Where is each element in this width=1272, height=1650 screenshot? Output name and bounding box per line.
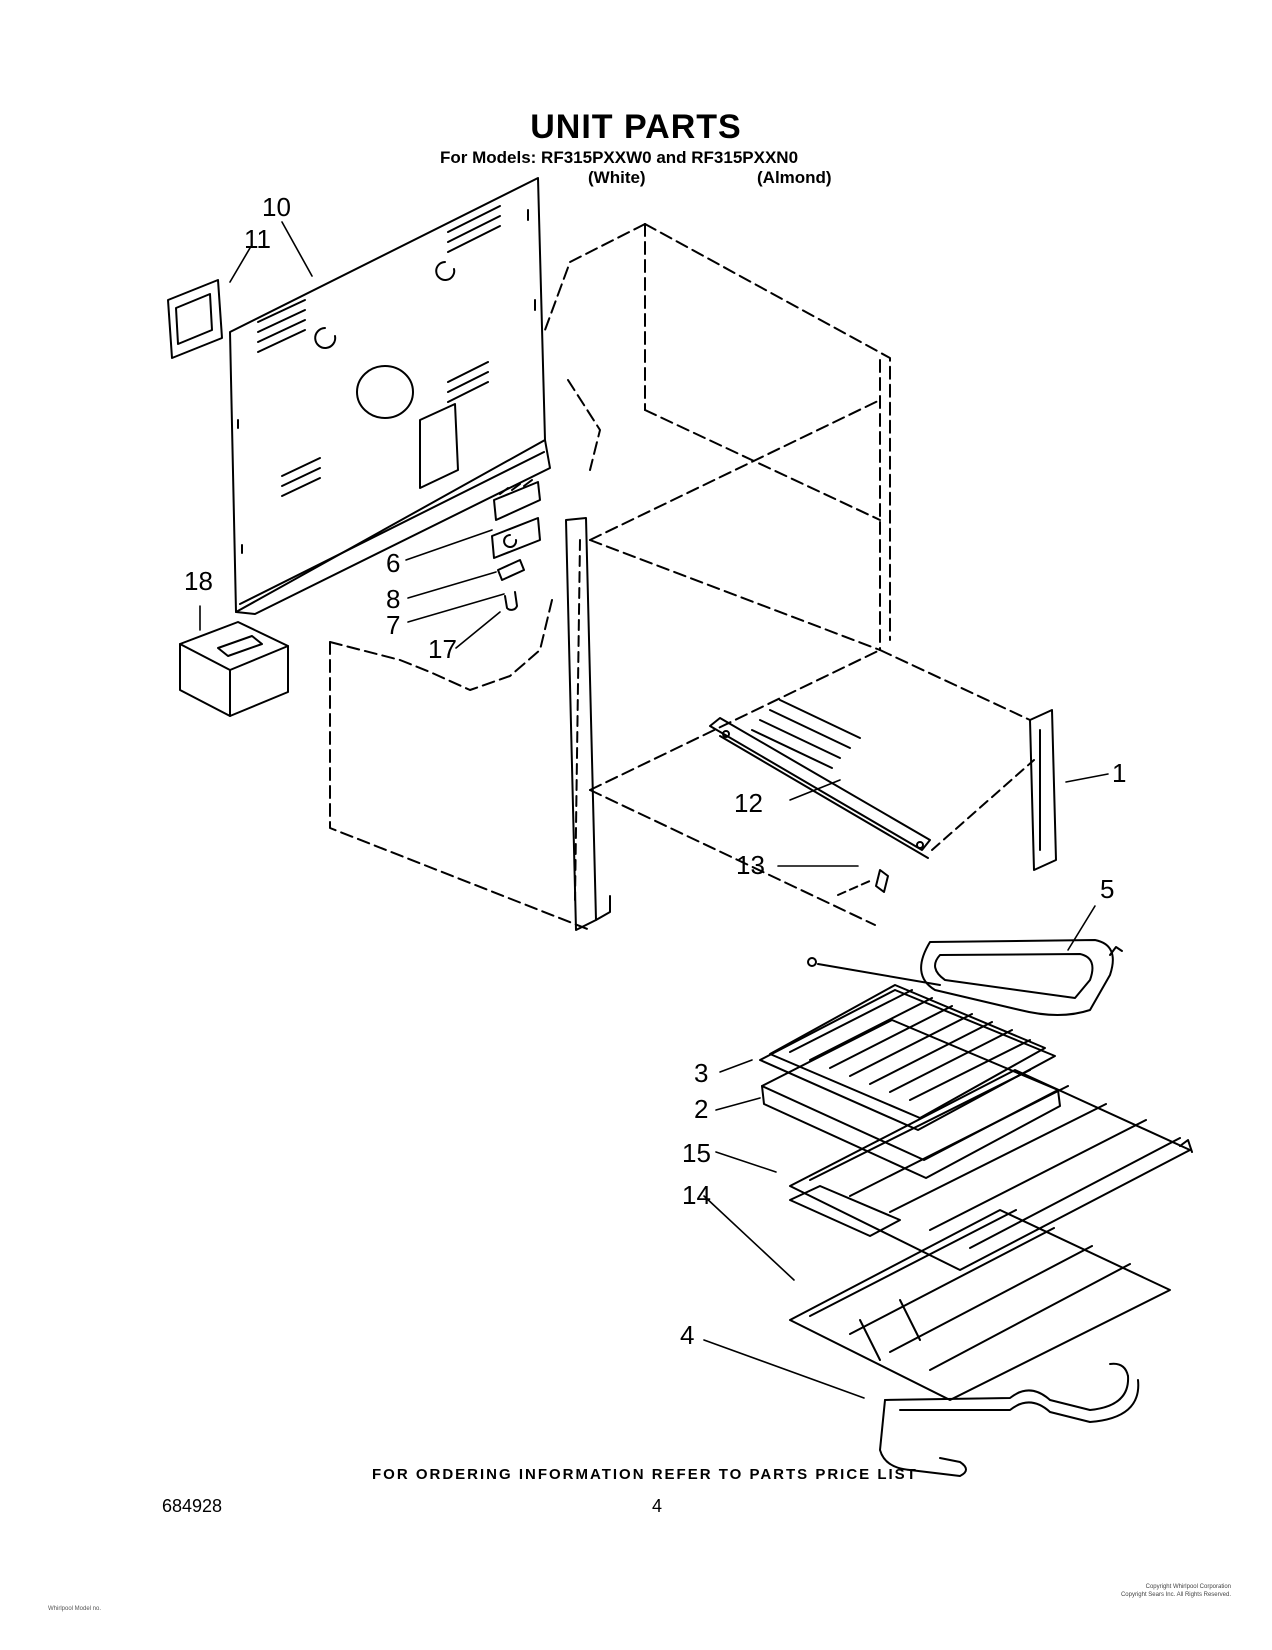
burner-rail: [709, 717, 931, 859]
ordering-note: FOR ORDERING INFORMATION REFER TO PARTS …: [372, 1466, 918, 1483]
callout-6: 6: [386, 548, 401, 578]
vent-slots: [751, 699, 861, 769]
fine-print-left: Whirlpool Model no.: [48, 1606, 102, 1612]
callout-13: 13: [736, 850, 765, 880]
page-title: UNIT PARTS: [530, 108, 742, 146]
bake-element: [879, 1362, 1140, 1477]
broil-element: [807, 939, 1123, 1016]
callout-12: 12: [734, 788, 763, 818]
oven-rack-lower: [789, 1209, 1171, 1401]
color-white-label: (White): [588, 168, 646, 187]
terminal-box: [179, 621, 289, 717]
side-panel: [565, 517, 611, 931]
bracket-part-11: [167, 279, 223, 359]
rear-panel: [229, 177, 551, 615]
clip-part-13: [837, 869, 889, 896]
callout-7: 7: [386, 610, 401, 640]
broiler-pan-grid: [759, 984, 1056, 1131]
models-line: For Models: RF315PXXW0 and RF315PXXN0: [440, 148, 799, 167]
callout-14: 14: [682, 1180, 711, 1210]
screw-part-7: [504, 591, 518, 611]
pan-liner: [789, 1185, 901, 1237]
callout-17: 17: [428, 634, 457, 664]
cabinet-frame: [329, 223, 1031, 931]
clip-part-8: [497, 559, 525, 581]
terminal-block: [491, 479, 541, 559]
callout-18: 18: [184, 566, 213, 596]
callout-2: 2: [694, 1094, 709, 1124]
document-number: 684928: [162, 1496, 223, 1516]
callout-3: 3: [694, 1058, 709, 1088]
fine-print-right: Copyright Whirlpool Corporation Copyrigh…: [1016, 1584, 1231, 1600]
side-bracket: [931, 709, 1057, 871]
callout-4: 4: [680, 1320, 695, 1350]
callout-15: 15: [682, 1138, 711, 1168]
copyright-line-2: Copyright Sears Inc. All Rights Reserved…: [1120, 1591, 1231, 1598]
page-number: 4: [652, 1496, 663, 1516]
callout-5: 5: [1100, 874, 1115, 904]
callout-10: 10: [262, 192, 291, 222]
callout-1: 1: [1112, 758, 1127, 788]
copyright-line-1: Copyright Whirlpool Corporation: [1145, 1584, 1231, 1590]
leader-lines: [199, 221, 1109, 1399]
callout-8: 8: [386, 584, 401, 614]
color-almond-label: (Almond): [757, 168, 832, 187]
oven-rack-top: [789, 1069, 1193, 1271]
callout-11: 11: [244, 224, 271, 254]
